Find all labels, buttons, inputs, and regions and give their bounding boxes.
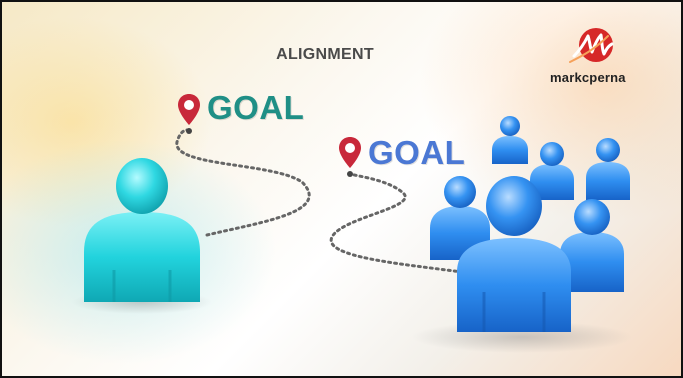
path-to-goal-left: [175, 128, 311, 237]
person-icon-back-2: [530, 142, 574, 200]
brand-name: markcperna: [550, 70, 626, 85]
goal-label-right: GOAL: [368, 134, 466, 171]
path-to-goal-right: [329, 172, 464, 274]
group-icon: [430, 116, 630, 332]
person-icon-back-1: [492, 116, 528, 164]
person-icon-front: [457, 176, 571, 332]
location-pin-icon: [178, 94, 200, 125]
location-pin-icon: [339, 137, 361, 168]
goal-label-left: GOAL: [207, 89, 305, 126]
individual-person-icon: [84, 158, 200, 302]
brand-logo-icon: [569, 28, 614, 63]
slide-title: ALIGNMENT: [276, 46, 374, 63]
person-icon-back-3: [586, 138, 630, 200]
person-icon-mid-right: [560, 199, 624, 292]
